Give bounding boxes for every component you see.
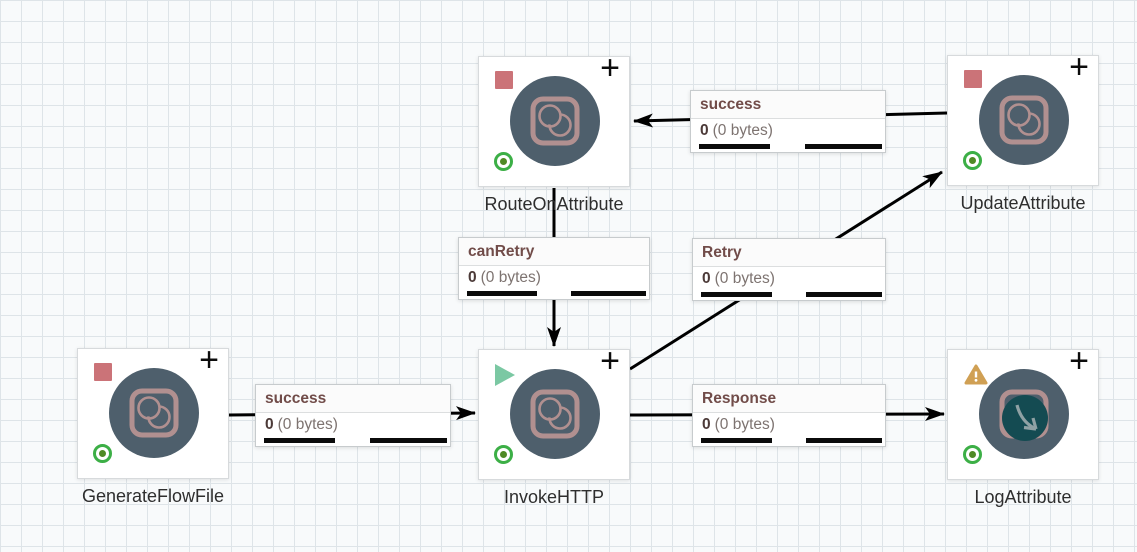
queued-count: 0 <box>265 416 274 433</box>
connection-label-success-top[interactable]: success 0(0 bytes) <box>690 90 886 153</box>
drop-target-icon <box>1002 395 1048 441</box>
warning-icon <box>964 364 988 386</box>
connection-label-success-bottom[interactable]: success 0(0 bytes) <box>255 384 451 447</box>
queued-size: (0 bytes) <box>712 122 773 139</box>
processor-type-icon <box>979 369 1069 459</box>
backpressure-bars <box>699 144 882 149</box>
processor-node-routeonattribute[interactable]: + RouteOnAttribute <box>478 51 630 214</box>
connection-label-retry[interactable]: Retry 0(0 bytes) <box>692 238 886 301</box>
connection-name: success <box>256 385 450 413</box>
active-threads-icon <box>93 444 112 463</box>
backpressure-object-bar <box>701 438 772 443</box>
backpressure-object-bar <box>467 291 537 296</box>
backpressure-size-bar <box>370 438 447 443</box>
backpressure-object-bar <box>699 144 771 149</box>
processor-name: InvokeHTTP <box>503 487 605 507</box>
active-threads-icon <box>963 445 982 464</box>
stopped-icon <box>495 71 513 89</box>
processor-node-logattribute[interactable]: + LogAttribute <box>947 344 1099 507</box>
backpressure-size-bar <box>805 292 882 297</box>
queued-size: (0 bytes) <box>277 416 338 433</box>
backpressure-object-bar <box>264 438 336 443</box>
queued-stats: 0(0 bytes) <box>256 413 450 434</box>
backpressure-size-bar <box>805 438 882 443</box>
stopped-icon <box>964 70 982 88</box>
queued-stats: 0(0 bytes) <box>691 119 885 140</box>
active-threads-icon <box>494 152 513 171</box>
queued-count: 0 <box>702 416 711 433</box>
backpressure-size-bar <box>805 144 882 149</box>
add-connection-icon[interactable]: + <box>1069 342 1089 380</box>
add-connection-icon[interactable]: + <box>600 342 620 380</box>
connection-name: Retry <box>693 239 885 267</box>
add-connection-icon[interactable]: + <box>1069 48 1089 86</box>
backpressure-bars <box>701 438 882 443</box>
queued-size: (0 bytes) <box>714 270 775 287</box>
processor-type-icon <box>510 369 600 459</box>
stopped-icon <box>94 363 112 381</box>
queued-stats: 0(0 bytes) <box>693 267 885 288</box>
backpressure-bars <box>701 292 882 297</box>
processor-name: GenerateFlowFile <box>81 486 225 506</box>
processor-node-updateattribute[interactable]: + UpdateAttribute <box>947 50 1099 213</box>
queued-count: 0 <box>700 122 709 139</box>
connection-name: canRetry <box>459 238 649 266</box>
backpressure-bars <box>264 438 447 443</box>
processor-node-generateflowfile[interactable]: + GenerateFlowFile <box>77 343 229 506</box>
queued-stats: 0(0 bytes) <box>693 413 885 434</box>
add-connection-icon[interactable]: + <box>199 341 219 379</box>
queued-count: 0 <box>702 270 711 287</box>
connection-name: Response <box>693 385 885 413</box>
active-threads-icon <box>963 151 982 170</box>
backpressure-bars <box>467 291 646 296</box>
processor-name: LogAttribute <box>974 487 1072 507</box>
backpressure-object-bar <box>701 292 772 297</box>
backpressure-size-bar <box>570 291 646 296</box>
processor-type-icon <box>109 368 199 458</box>
queued-stats: 0(0 bytes) <box>459 266 649 287</box>
processor-type-icon <box>510 76 600 166</box>
active-threads-icon <box>494 445 513 464</box>
add-connection-icon[interactable]: + <box>600 49 620 87</box>
connection-label-response[interactable]: Response 0(0 bytes) <box>692 384 886 447</box>
processor-node-invokehttp[interactable]: + InvokeHTTP <box>478 344 630 507</box>
running-icon <box>495 364 515 386</box>
processor-name: RouteOnAttribute <box>484 194 624 214</box>
processor-type-icon <box>979 75 1069 165</box>
processor-name: UpdateAttribute <box>960 193 1086 213</box>
queued-size: (0 bytes) <box>714 416 775 433</box>
queued-count: 0 <box>468 269 477 286</box>
queued-size: (0 bytes) <box>480 269 541 286</box>
connection-label-canretry[interactable]: canRetry 0(0 bytes) <box>458 237 650 300</box>
connection-name: success <box>691 91 885 119</box>
